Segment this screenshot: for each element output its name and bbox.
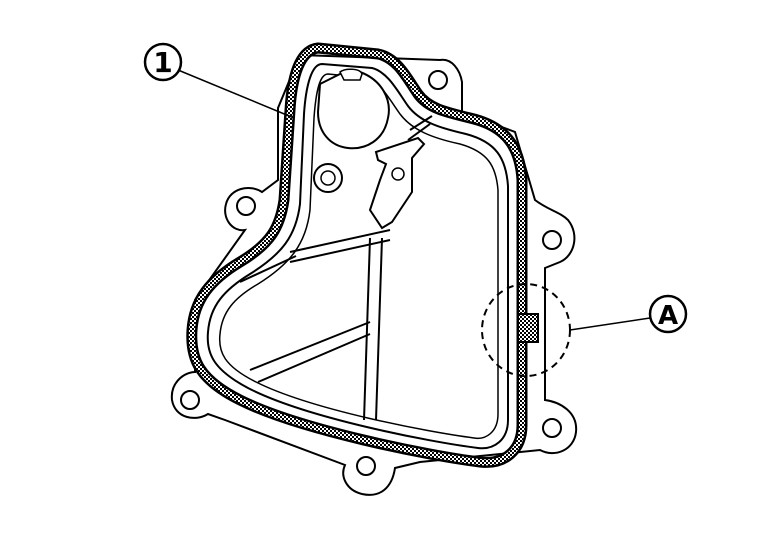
gasket-inner-edge	[206, 62, 509, 450]
small-bore	[313, 163, 343, 193]
bolt-hole-bottom	[356, 456, 376, 476]
large-bore	[316, 68, 390, 150]
bolt-hole-right	[542, 230, 562, 250]
gasket-bead-hatch	[188, 44, 525, 466]
bolt-hole-left	[236, 196, 256, 216]
bolt-hole-lower-right	[542, 418, 562, 438]
leader-line-1	[177, 69, 295, 119]
callout-a-label: A	[658, 301, 678, 331]
callout-1-label: 1	[153, 46, 172, 79]
callout-a: A	[648, 294, 688, 334]
bolt-hole-lower-left	[180, 390, 200, 410]
leader-line-a	[569, 317, 651, 331]
sealant-block	[517, 313, 539, 343]
cover-flange-outline	[170, 53, 578, 496]
internal-bracket	[368, 115, 433, 230]
bolt-hole-top-right	[428, 70, 448, 90]
bolt-holes	[180, 70, 562, 476]
callout-1: 1	[143, 42, 183, 82]
ribs	[239, 229, 391, 421]
